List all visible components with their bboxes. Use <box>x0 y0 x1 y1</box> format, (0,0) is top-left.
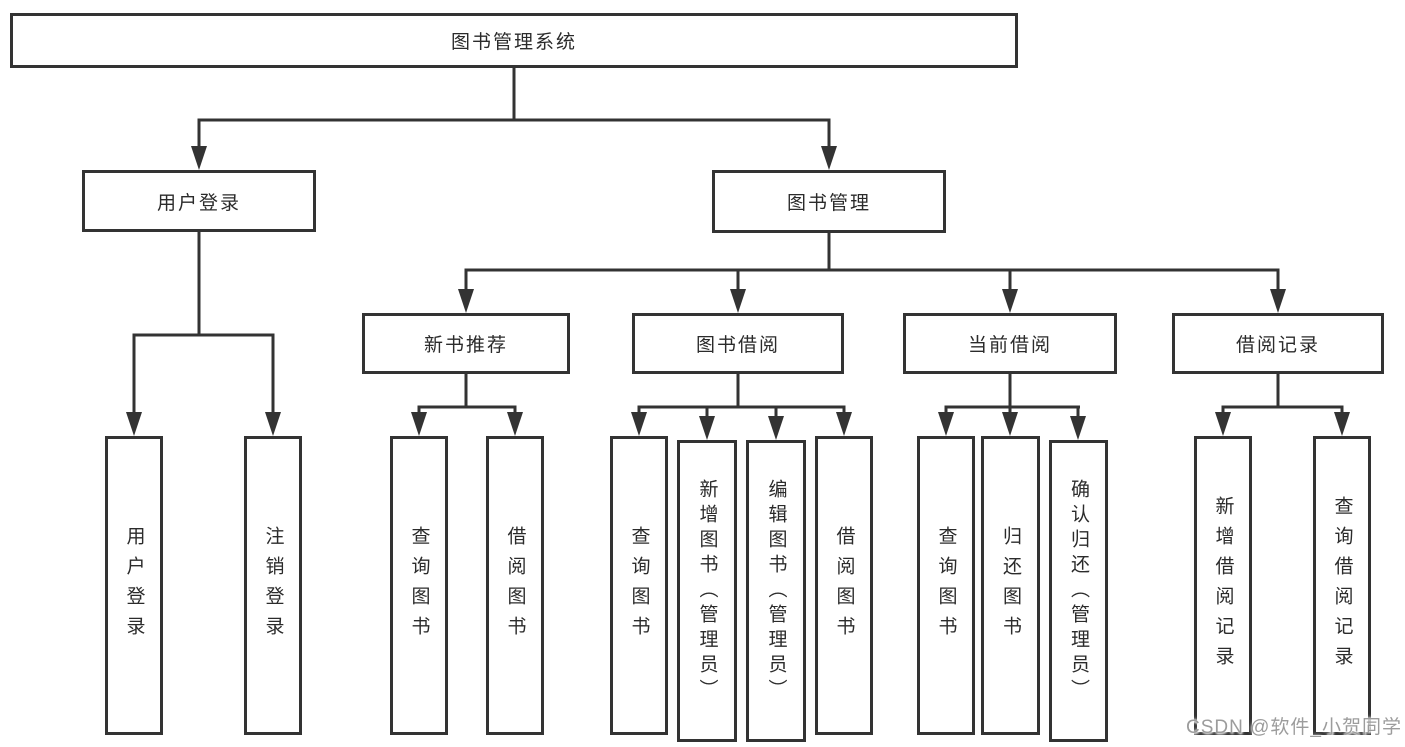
node-label: 注销登录 <box>262 525 284 646</box>
node-book-management: 图书管理 <box>712 170 946 233</box>
leaf-query-borrow-record: 查询借阅记录 <box>1313 436 1371 735</box>
leaf-confirm-return-admin: 确认归还（管理员） <box>1049 440 1108 742</box>
node-label: 归还图书 <box>1000 525 1021 646</box>
node-label: 用户登录 <box>156 192 241 214</box>
node-new-book-recommend: 新书推荐 <box>362 313 570 374</box>
node-label: 图书管理 <box>786 193 871 214</box>
node-label: 当前借阅 <box>967 335 1052 356</box>
node-label: 图书借阅 <box>695 335 780 356</box>
node-label: 查询图书 <box>408 525 430 646</box>
node-borrow-records: 借阅记录 <box>1172 313 1384 374</box>
node-user-login: 用户登录 <box>82 170 316 232</box>
leaf-borrow-books: 借阅图书 <box>815 436 873 735</box>
node-label: 用户登录 <box>123 525 145 646</box>
node-current-borrow: 当前借阅 <box>903 313 1117 374</box>
node-label: 新增图书（管理员） <box>696 478 718 704</box>
leaf-logout: 注销登录 <box>244 436 302 735</box>
node-label: 新书推荐 <box>423 335 508 356</box>
node-book-borrow: 图书借阅 <box>632 313 844 374</box>
leaf-current-query-books: 查询图书 <box>917 436 975 735</box>
node-label: 图书管理系统 <box>450 32 577 53</box>
leaf-add-book-admin: 新增图书（管理员） <box>677 440 737 742</box>
node-label: 借阅记录 <box>1235 335 1320 356</box>
node-label: 查询借阅记录 <box>1331 495 1353 676</box>
csdn-watermark: CSDN @软件_小贺同学 <box>1186 717 1402 738</box>
leaf-return-books: 归还图书 <box>981 436 1040 735</box>
leaf-add-borrow-record: 新增借阅记录 <box>1194 436 1252 735</box>
leaf-edit-book-admin: 编辑图书（管理员） <box>746 440 806 742</box>
node-root-system: 图书管理系统 <box>10 13 1018 68</box>
leaf-borrow-query-books: 查询图书 <box>610 436 668 735</box>
arrowheads <box>126 146 1350 440</box>
node-label: 编辑图书（管理员） <box>765 478 787 704</box>
node-label: 借阅图书 <box>833 525 855 646</box>
node-label: 查询图书 <box>935 525 957 646</box>
leaf-recommend-query-books: 查询图书 <box>390 436 448 735</box>
node-label: 确认归还（管理员） <box>1068 478 1089 704</box>
node-label: 新增借阅记录 <box>1212 495 1234 676</box>
leaf-user-login: 用户登录 <box>105 436 163 735</box>
node-label: 借阅图书 <box>504 525 526 646</box>
leaf-recommend-borrow-books: 借阅图书 <box>486 436 544 735</box>
node-label: 查询图书 <box>628 525 650 646</box>
